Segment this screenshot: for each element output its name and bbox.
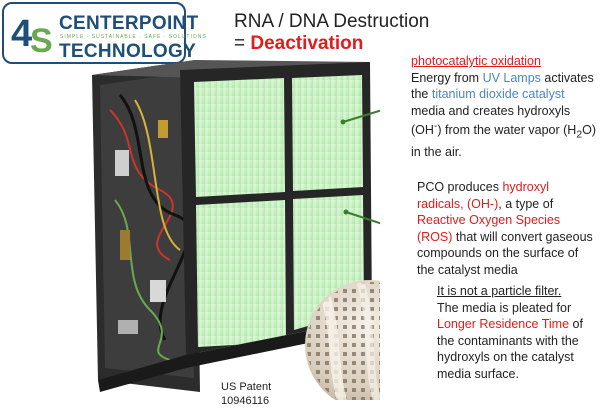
hydroxyl-text-1: PCO produces: [417, 180, 503, 194]
headline-equals: =: [234, 33, 251, 54]
not-particle-filter-title: It is not a particle filter.: [437, 284, 562, 298]
catalyst-term: titanium dioxide catalyst: [431, 87, 565, 101]
pco-title: photocatalytic oxidation: [411, 54, 541, 68]
ros-term: Reactive Oxygen Species (ROS): [417, 213, 561, 244]
media-block: It is not a particle filter. The media i…: [437, 283, 597, 382]
pco-text-5: O) in the air.: [411, 123, 597, 160]
pointer-line-1: [342, 109, 380, 123]
pco-text-3: media and creates hydroxyls (OH: [411, 103, 571, 138]
svg-text:S: S: [30, 22, 53, 60]
headline-deactivation: Deactivation: [250, 33, 364, 54]
pco-text-4: ) from the water vapor (H: [437, 123, 577, 138]
media-magnifier: [305, 280, 380, 400]
patent-number: 10946116: [221, 395, 270, 407]
subscript-two: 2: [576, 129, 583, 141]
hydroxyl-radicals-term: hydroxyl radicals, (OH-): [417, 180, 550, 211]
unit-side-panel: [92, 60, 200, 392]
svg-text:4: 4: [11, 13, 32, 55]
headline: RNA / DNA Destruction = Deactivation: [234, 11, 429, 55]
patent-label: US Patent 10946116: [221, 380, 271, 408]
headline-line1: RNA / DNA Destruction: [234, 11, 430, 32]
residence-time-term: Longer Residence Time: [437, 317, 570, 331]
media-text-1: The media is pleated for: [437, 300, 572, 315]
hydroxyl-text-2: , a type of: [498, 196, 554, 211]
superscript-minus: -: [433, 121, 438, 132]
pointer-dot-1: [340, 119, 346, 125]
hydroxyl-text-3: that will convert gaseous compounds on t…: [417, 229, 593, 277]
headline-line2: = Deactivation: [234, 33, 429, 55]
company-logo: 4 S CENTERPOINT SIMPLE · SUSTAINABLE · S…: [2, 2, 206, 64]
pco-description-block: photocatalytic oxidation Energy from UV …: [411, 53, 597, 161]
pco-unit-illustration: [92, 60, 380, 400]
pointer-dot-2: [343, 209, 349, 215]
pco-text-1: Energy from: [411, 70, 483, 85]
logo-line2: TECHNOLOGY: [59, 41, 197, 62]
media-text-2: of the contaminants with the hydroxyls o…: [437, 317, 583, 381]
pointer-line-2: [345, 211, 380, 225]
logo-line1: CENTERPOINT: [59, 13, 199, 34]
uv-lamps-term: UV Lamps: [482, 70, 541, 85]
patent-line1: US Patent: [221, 381, 272, 393]
unit-base: [98, 318, 372, 392]
logo-4s-mark: 4 S: [11, 13, 53, 60]
logo-tagline: SIMPLE · SUSTAINABLE · SAFE · SOLUTIONS: [60, 34, 207, 40]
pco-text-2: activates the: [411, 70, 594, 102]
hydroxyl-block: PCO produces hydroxyl radicals, (OH-), a…: [417, 179, 597, 278]
